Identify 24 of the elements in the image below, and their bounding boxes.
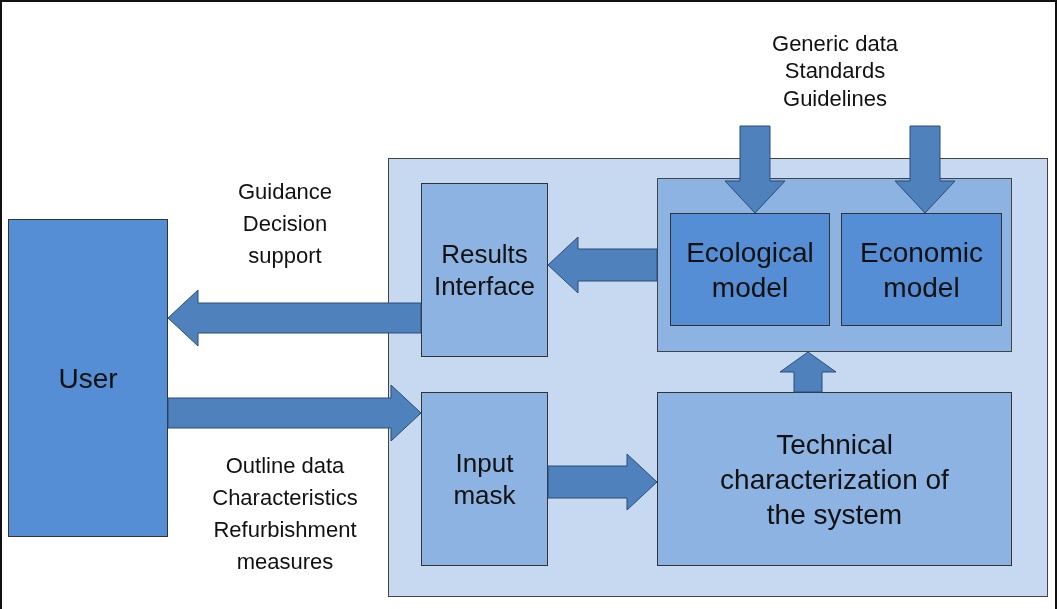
- block-arrow: [547, 453, 658, 511]
- process-box: [657, 392, 1012, 566]
- block-arrow: [779, 351, 837, 393]
- node-label: Results Interface: [432, 237, 537, 303]
- block-arrow: [167, 289, 422, 347]
- edge-label: Outline data Characteristics Refurbishment measures: [211, 452, 359, 576]
- system-panel: [388, 158, 1048, 597]
- node-label: Input mask: [452, 446, 517, 512]
- node-label: Ecological model: [685, 235, 815, 305]
- model-box: [670, 213, 830, 326]
- block-arrow: [167, 384, 422, 442]
- process-box: [421, 392, 548, 566]
- model-box: [841, 213, 1002, 326]
- process-box: [421, 183, 548, 357]
- edge-label: Guidance Decision support: [236, 178, 334, 270]
- block-arrow: [547, 236, 658, 294]
- node-label: Generic data Standards Guidelines: [771, 29, 899, 113]
- actor-box: [8, 219, 168, 537]
- block-arrow: [724, 125, 786, 214]
- node-label: Economic model: [859, 235, 984, 305]
- node-label: User: [58, 361, 118, 396]
- block-arrow: [894, 125, 956, 214]
- node-label: Technical characterization of the system: [719, 427, 950, 532]
- group-box: [657, 178, 1012, 352]
